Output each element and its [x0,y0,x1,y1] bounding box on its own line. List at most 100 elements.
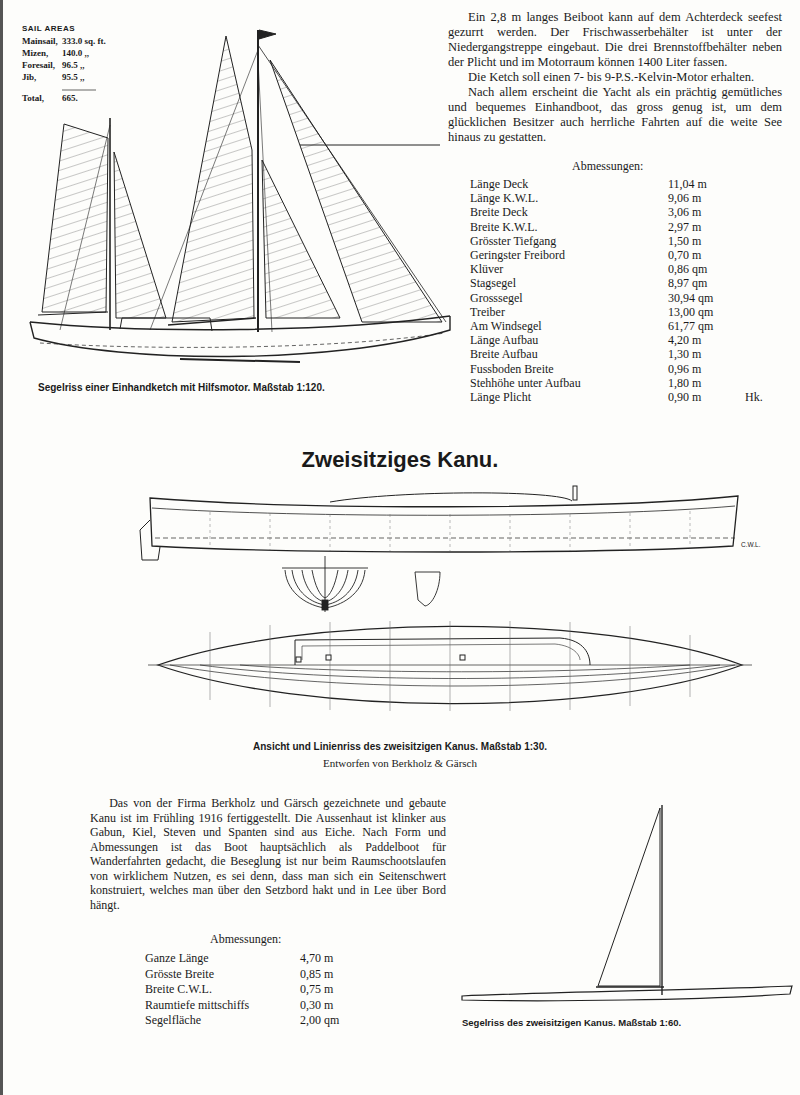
table-cell: Raumtiefe mittschiffs [145,998,249,1012]
canoe-side-view-part [150,496,738,552]
body-text: Nach allem erscheint die Yacht als ein p… [448,85,782,145]
ketch-sail-plan-part [172,36,254,322]
table-cell: 1,30 m [668,347,701,361]
table-cell: 30,94 qm [668,291,713,305]
ketch-sail-plan-part [42,124,108,312]
ketch-sail-plan-part [258,60,272,332]
ketch-sail-plan-part [30,316,450,330]
table-cell: Ganze Länge [145,951,209,965]
ketch-sail-plan-part [40,333,445,347]
canoe-body-plan-part [282,568,368,569]
table-cell: 61,77 qm [668,319,713,333]
table-cell: Grösste Breite [145,967,214,981]
canoe-plan-view-part [460,655,465,660]
figure-caption: Ansicht und Linienriss des zweisitzigen … [0,740,800,754]
canoe-side-view [140,486,738,560]
canoe-plan-view-part [302,644,580,660]
ketch-sail-plan-part [38,312,108,315]
canoe-side-view-part [140,520,160,560]
ketch-sail-plan-part [258,45,446,322]
sail-area-rule [62,90,96,91]
ketch-sail-plan-part [180,359,300,362]
table-cell: Treiber [470,305,505,319]
table-cell: 0,86 qm [668,262,707,276]
canoe-body-plan-part [322,600,328,610]
table-cell: 665. [62,93,78,103]
table-cell: 96.5 ,, [62,60,85,70]
table-heading: SAIL AREAS [22,22,75,36]
scan-edge [0,0,3,1095]
table-cell: 0,70 m [668,248,701,262]
note: Hk. [745,390,763,404]
figure-caption: Segelriss einer Einhandketch mit Hilfsmo… [38,381,325,395]
canoe-plan-view-part [200,665,720,679]
ketch-sail-plan-part [60,125,110,330]
table-cell: Länge Plicht [470,390,531,404]
ketch-sail-plan-part [150,50,258,330]
canoe-body-plan-part [302,570,348,602]
ketch-sail-plan-part [109,118,111,330]
table-cell: Am Windsegel [470,319,542,333]
canoe-plan-view-part [296,657,301,662]
canoe-plan-view-part [170,665,735,686]
table-cell: 13,00 qm [668,305,713,319]
canoe-sail-plan-part [596,986,664,987]
ketch-sail-plan-part [120,318,212,331]
table-cell: Länge K.W.L. [470,191,538,205]
section-title: Zweisitziges Kanu. [0,447,800,473]
table-cell: 11,04 m [668,177,707,191]
table-cell: Stehhöhe unter Aufbau [470,376,581,390]
table-cell: 4,70 m [300,951,333,965]
ketch-sail-plan-part [30,316,450,357]
table-cell: 9,06 m [668,191,701,205]
ketch-sail-plan-part [300,145,440,146]
table-cell: Mainsail, [22,36,58,46]
table-cell: Fussboden Breite [470,362,554,376]
table-cell: 2,97 m [668,220,701,234]
canoe-body-plan-part [415,572,440,606]
ketch-sail-plan-part [168,318,256,325]
table-cell: Grösster Tiefgang [470,234,556,248]
canoe-plan-view-part [240,665,690,672]
table-cell: Länge Deck [470,177,528,191]
table-cell: Breite Aufbau [470,347,538,361]
table-cell: Grosssegel [470,291,523,305]
canoe-side-view-part [155,538,735,539]
table-cell: 0,85 m [300,967,333,981]
table-cell: Breite C.W.L. [145,982,212,996]
body-text: Ein 2,8 m langes Beiboot kann auf dem Ac… [448,10,782,70]
canoe-sail-plan-part [598,808,660,986]
table-cell: Länge Aufbau [470,333,538,347]
sail-area-rule-part [62,90,96,91]
table-cell: 2,00 qm [300,1013,339,1027]
ketch-sail-plan-part [259,30,276,39]
table-cell: Jib, [22,72,36,82]
canoe-side-view-part [152,506,735,515]
canoe-body-plan [282,556,440,612]
table-cell: 0,30 m [300,998,333,1012]
table-cell: 1,80 m [668,376,701,390]
canoe-sail-plan [462,805,792,1001]
table-cell: Breite Deck [470,205,528,219]
table-cell: 333.0 sq. ft. [62,36,106,46]
canoe-side-view-part [210,511,690,551]
canoe-sail-plan-part [462,986,792,1001]
canoe-plan-view-part [295,638,590,665]
canoe-sail-plan-part [661,805,662,995]
waterline-mark: C.W.L. [741,541,761,548]
canoe-side-view-part [573,486,577,500]
table-cell: 0,90 m [668,390,701,404]
canoe-plan-view [148,621,752,711]
table-heading: Abmessungen: [572,159,643,173]
canoe-body-plan-part [312,570,338,598]
table-cell: 1,50 m [668,234,701,248]
table-cell: 4,20 m [668,333,701,347]
table-cell: 8,97 qm [668,276,707,290]
table-cell: Stagsegel [470,276,516,290]
table-cell: 95.5 ,, [62,72,85,82]
table-cell: Foresail, [22,60,55,70]
body-text: Das von der Firma Berkholz und Gärsch ge… [90,796,446,912]
table-cell: Geringster Freibord [470,248,565,262]
